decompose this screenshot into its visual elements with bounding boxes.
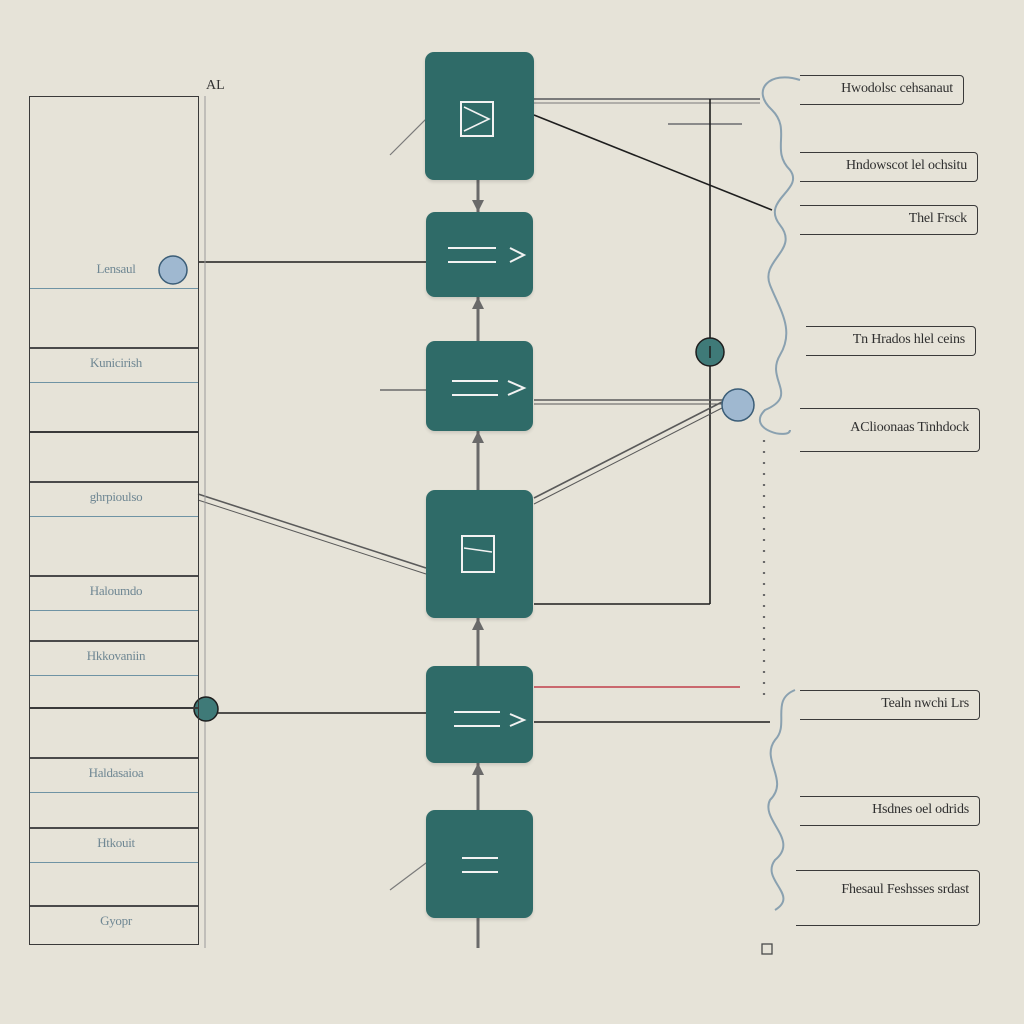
node-equals-arrow[interactable] [426, 212, 533, 297]
left-row[interactable]: Gyopr [30, 905, 198, 941]
left-row-label: ghrpioulso [89, 489, 143, 504]
node-equals-arrow[interactable] [426, 666, 533, 763]
left-row-label: Lensaul [96, 261, 136, 276]
node-box[interactable] [426, 490, 533, 618]
right-label[interactable]: Fhesaul Feshsses srdast [796, 870, 980, 926]
left-row-label: Kunicirish [90, 355, 142, 370]
top-label: AL [206, 78, 225, 93]
equals-arrow-icon [452, 380, 527, 396]
right-cable [758, 76, 801, 435]
equals-arrow-icon [448, 247, 527, 263]
right-label[interactable]: Hndowscot lel ochsitu [800, 152, 978, 182]
right-label-text: Fhesaul Feshsses srdast [841, 882, 969, 897]
left-row[interactable]: Htkouit [30, 827, 198, 863]
left-row-label: Htkouit [97, 835, 135, 850]
right-label-text: Tn Hrados hlel ceins [852, 332, 965, 347]
right-label[interactable]: Thel Frsck [800, 205, 978, 235]
left-row-label: Hkkovaniin [86, 648, 146, 663]
node-equals[interactable] [426, 810, 533, 918]
right-label[interactable]: AClioonaas Tinhdock [800, 408, 980, 452]
connectors [197, 96, 773, 948]
right-label[interactable]: Hsdnes oel odrids [800, 796, 980, 826]
junction-right-blue[interactable] [721, 388, 755, 422]
right-label-text: Tealn nwchi Lrs [881, 696, 969, 711]
node-equals-arrow[interactable] [426, 341, 533, 431]
right-label[interactable]: Hwodolsc cehsanaut [800, 75, 964, 105]
left-row[interactable]: Hkkovaniin [30, 640, 198, 676]
junction-left-bottom[interactable] [193, 696, 219, 722]
right-label[interactable]: Tn Hrados hlel ceins [806, 326, 976, 356]
box-glyph-icon [461, 535, 495, 573]
right-label-text: Hndowscot lel ochsitu [845, 158, 967, 173]
node-box[interactable] [425, 52, 534, 180]
left-row[interactable]: Lensaul [30, 253, 198, 289]
left-row-label: Haloumdo [89, 583, 143, 598]
equals-icon [462, 857, 498, 873]
right-label-text: Thel Frsck [908, 211, 967, 226]
left-row[interactable]: Haloumdo [30, 575, 198, 611]
box-glyph-icon [460, 101, 494, 137]
left-row[interactable]: Kunicirish [30, 347, 198, 383]
junction-left-top[interactable] [158, 255, 188, 285]
right-cable-2 [767, 689, 796, 911]
right-label-text: Hwodolsc cehsanaut [841, 81, 953, 96]
left-panel: Lensaul Kunicirish ghrpioulso Haloumdo H… [29, 96, 199, 945]
left-row[interactable]: Haldasaioa [30, 757, 198, 793]
left-row-label: Gyopr [100, 913, 132, 928]
equals-arrow-icon [454, 711, 527, 727]
end-square [761, 943, 773, 955]
left-row-label: Haldasaioa [88, 765, 144, 780]
right-label-text: AClioonaas Tinhdock [850, 420, 969, 435]
left-row[interactable]: ghrpioulso [30, 481, 198, 517]
right-label-text: Hsdnes oel odrids [872, 802, 969, 817]
right-label[interactable]: Tealn nwchi Lrs [800, 690, 980, 720]
spine-arrows [472, 200, 484, 775]
